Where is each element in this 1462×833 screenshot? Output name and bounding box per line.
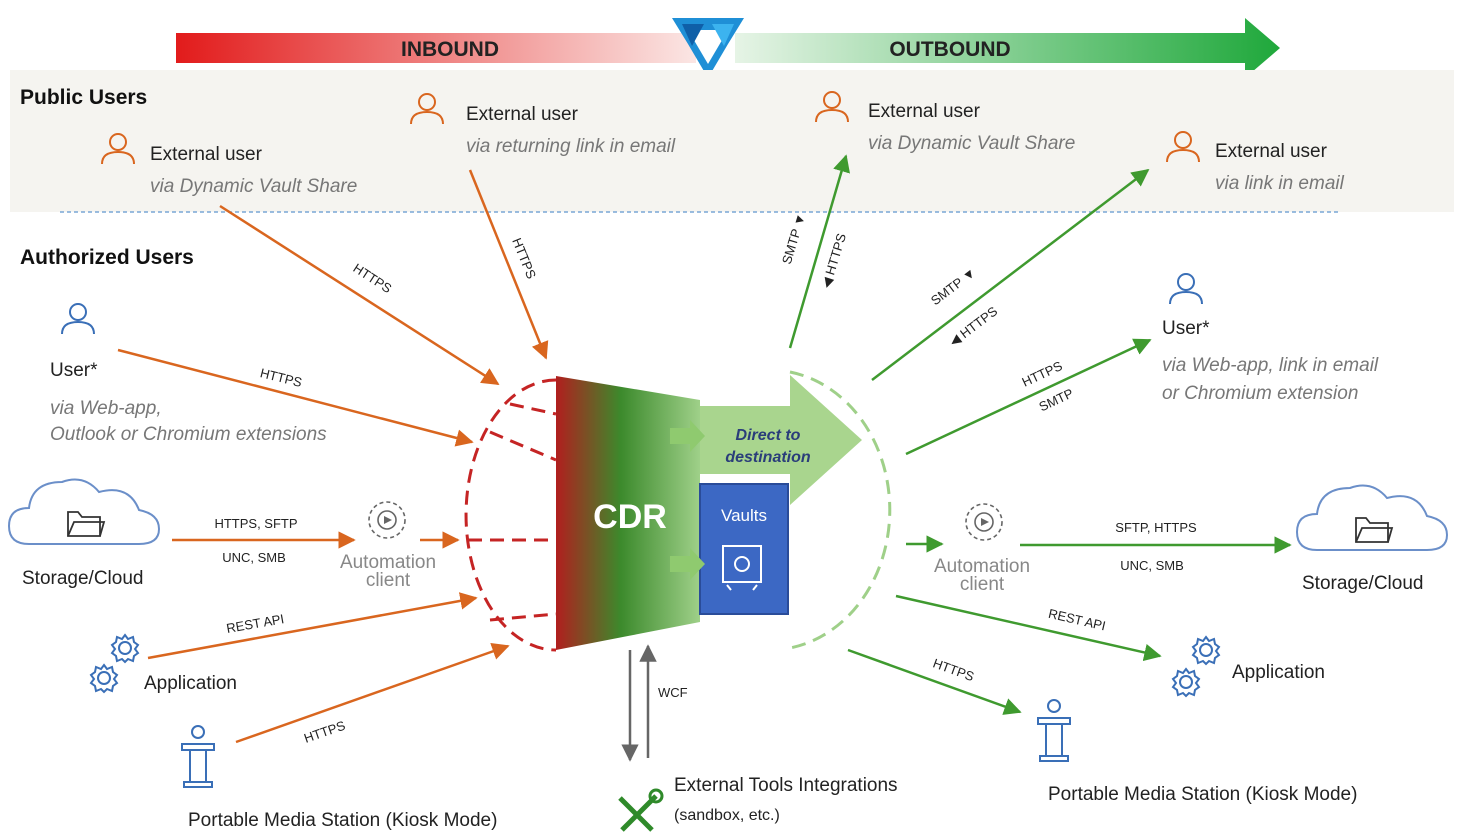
cdr-block (556, 376, 700, 650)
out-user-arrow (905, 338, 1152, 456)
outbound-dashed-circle (789, 370, 892, 650)
public-users-band (10, 70, 1454, 212)
in-application-arrow (147, 592, 478, 660)
direct-small-arrow (670, 420, 705, 452)
tools-sub: (sandbox, etc.) (674, 807, 780, 824)
out-ext-share-title: External user (868, 101, 981, 122)
wcf-label: WCF (658, 685, 688, 700)
out-kiosk-proto: HTTPS (931, 655, 976, 684)
in-storage-proto2: UNC, SMB (222, 550, 286, 565)
in-ext-link-proto: HTTPS (509, 236, 539, 281)
in-kiosk-label: Portable Media Station (Kiosk Mode) (188, 810, 497, 831)
in-user-proto: HTTPS (259, 365, 304, 390)
inbound-dashed-circle (464, 378, 557, 652)
vaults-label: Vaults (721, 506, 767, 525)
out-ext-share-p1: SMTP ▼ (779, 211, 809, 265)
inbound-label: INBOUND (401, 38, 499, 61)
out-ext-link-p1: SMTP ▼ (928, 265, 979, 308)
out-ext-share-p2: ◀ HTTPS (818, 231, 849, 289)
out-application-proto: REST API (1047, 606, 1107, 634)
inbound-bar (176, 33, 696, 63)
person-icon (1169, 273, 1203, 305)
out-ext-link-sub: via link in email (1215, 173, 1345, 194)
out-ext-share-sub: via Dynamic Vault Share (868, 133, 1075, 154)
out-user-sub1: via Web-app, link in email (1162, 355, 1379, 376)
out-ext-link-title: External user (1215, 141, 1328, 162)
out-ext-share-arrow (788, 154, 850, 349)
in-ext-link-sub: via returning link in email (466, 136, 676, 157)
direct-label1: Direct to (736, 427, 801, 444)
in-ext-share-sub: via Dynamic Vault Share (150, 176, 357, 197)
gear-icon (1172, 668, 1200, 697)
in-user-sub1: via Web-app, (50, 398, 162, 419)
direct-arrow (700, 375, 862, 505)
cloud-icon (1296, 484, 1448, 551)
inbound-funnel-lines (468, 402, 557, 622)
in-user-arrow (117, 348, 474, 447)
out-ext-link-arrow (871, 168, 1150, 381)
safe-icon (722, 545, 762, 591)
in-kiosk-arrow (235, 642, 510, 744)
out-storage-proto2: UNC, SMB (1120, 558, 1184, 573)
person-icon (61, 303, 95, 335)
in-automation-line1: Automation (340, 552, 436, 573)
in-storage-proto1: HTTPS, SFTP (214, 516, 297, 531)
out-application-label: Application (1232, 662, 1325, 683)
in-kiosk-proto: HTTPS (302, 718, 347, 746)
in-ext-share-proto: HTTPS (350, 260, 394, 296)
in-automation-line2: client (366, 570, 411, 591)
in-user-sub2: Outlook or Chromium extensions (50, 424, 327, 445)
kiosk-icon (181, 725, 215, 788)
out-application-arrow (895, 594, 1162, 662)
in-application-proto: REST API (225, 611, 285, 636)
cdr-label: CDR (593, 498, 667, 536)
out-storage-proto1: SFTP, HTTPS (1115, 520, 1197, 535)
authorized-users-heading: Authorized Users (20, 246, 194, 269)
automation-icon (965, 503, 1003, 541)
gear-icon (1192, 636, 1220, 665)
out-automation-line1: Automation (934, 556, 1030, 577)
out-user-p1: HTTPS (1020, 358, 1065, 390)
outbound-arrow (735, 18, 1280, 78)
public-users-heading: Public Users (20, 86, 147, 109)
out-ext-link-p2: ◀ HTTPS (946, 303, 1000, 349)
direct-label2: destination (725, 449, 811, 466)
in-ext-share-arrow (219, 204, 500, 386)
logo-icon (672, 18, 744, 78)
kiosk-icon (1037, 699, 1071, 762)
out-user-sub2: or Chromium extension (1162, 383, 1358, 404)
vaults-box (699, 483, 789, 615)
gear-icon (90, 664, 118, 693)
automation-icon (368, 501, 406, 539)
out-user-title: User* (1162, 318, 1210, 339)
out-kiosk-arrow (847, 648, 1022, 715)
wrench-icon (618, 788, 664, 832)
gear-icon (111, 634, 139, 663)
out-kiosk-label: Portable Media Station (Kiosk Mode) (1048, 784, 1357, 805)
tools-title: External Tools Integrations (674, 775, 898, 796)
out-automation-line2: client (960, 574, 1005, 595)
vault-small-arrow (670, 548, 705, 580)
in-storage-label: Storage/Cloud (22, 568, 143, 589)
cloud-icon (8, 478, 160, 545)
outbound-label: OUTBOUND (889, 38, 1010, 61)
in-application-label: Application (144, 673, 237, 694)
in-ext-share-title: External user (150, 144, 263, 165)
out-storage-label: Storage/Cloud (1302, 573, 1423, 594)
in-ext-link-title: External user (466, 104, 579, 125)
in-ext-link-arrow (468, 169, 549, 360)
in-user-title: User* (50, 360, 98, 381)
